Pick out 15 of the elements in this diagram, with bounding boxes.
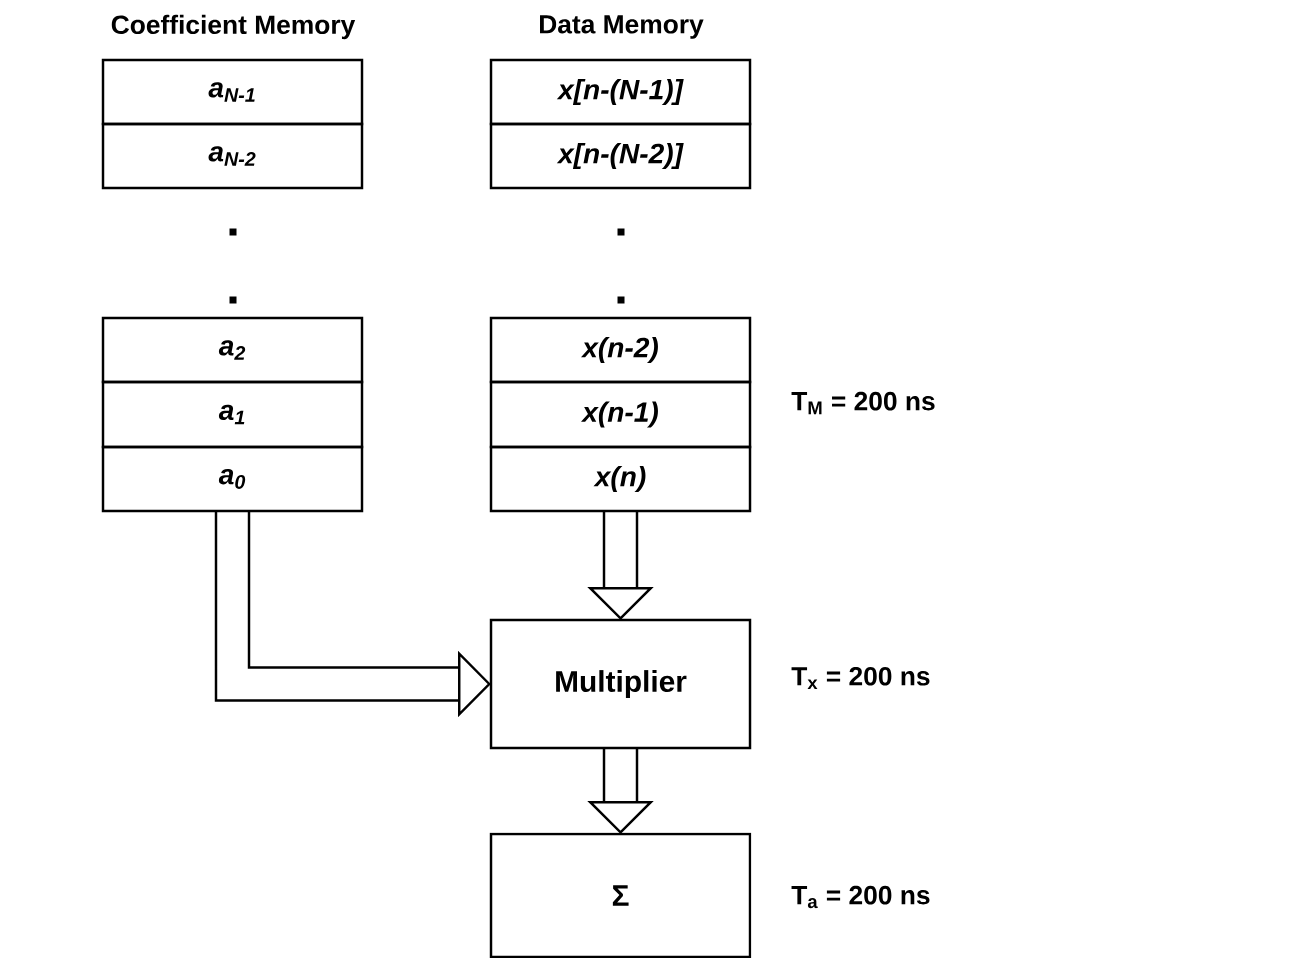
memory-cell: a$_{2}$ — [101, 316, 364, 384]
memory-cell: a$_{N-1}$ — [101, 58, 364, 126]
memory-cell: x(n) — [489, 445, 752, 513]
memory-cell: a$_{N-2}$ — [101, 122, 364, 190]
memory-cell: x(n-2) — [489, 316, 752, 384]
timing-label: T$_{x}$ = 200 ns — [791, 666, 930, 690]
memory-cell: a$_{0}$ — [101, 445, 364, 513]
timing-label: T$_{M}$ = 200 ns — [791, 391, 935, 415]
multiplier-box: Multiplier — [489, 618, 752, 750]
timing-label: T$_{a}$ = 200 ns — [791, 885, 930, 909]
memory-cell: x[n-(N-2)] — [489, 122, 752, 190]
memory-cell: a$_{1}$ — [101, 380, 364, 449]
adder-box: Σ — [489, 832, 752, 958]
memory-cell: x[n-(N-1)] — [489, 58, 752, 126]
memory-cell: x(n-1) — [489, 380, 752, 449]
